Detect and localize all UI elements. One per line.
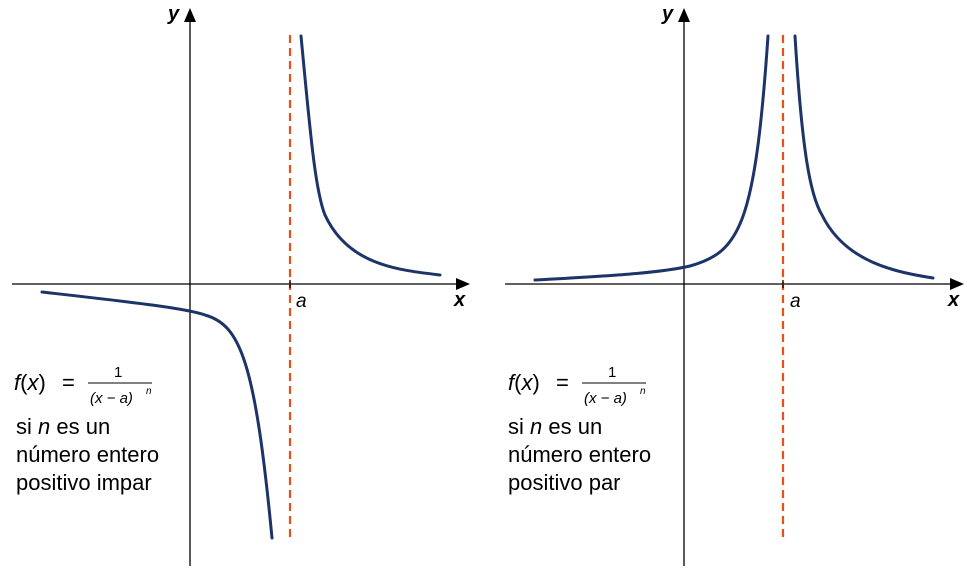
x-axis-title: x bbox=[453, 289, 466, 311]
formula-even: f(x) = 1 (x − a) n bbox=[508, 364, 646, 407]
chart-even: y x a f(x) = 1 (x − a) n si n es un núme… bbox=[505, 3, 964, 566]
svg-text:si n es un: si n es un bbox=[508, 414, 602, 439]
y-axis-title: y bbox=[661, 3, 674, 25]
svg-text:si n es un: si n es un bbox=[16, 414, 110, 439]
curve-left-branch bbox=[40, 290, 274, 540]
curve-right-branch bbox=[299, 34, 442, 277]
formula-eq: = bbox=[62, 370, 75, 395]
chart-odd: y x a f(x) = 1 (x − a) n si n es un núme… bbox=[12, 3, 470, 566]
y-axis-arrow bbox=[184, 8, 196, 22]
description-line-2: número entero bbox=[508, 442, 651, 467]
svg-text:f(x): f(x) bbox=[508, 370, 540, 395]
formula-exponent: n bbox=[640, 386, 646, 397]
formula-odd: f(x) = 1 (x − a) n bbox=[14, 364, 152, 407]
x-axis-title: x bbox=[947, 289, 960, 311]
y-axis-arrow bbox=[678, 8, 690, 22]
description-line-3: positivo par bbox=[508, 470, 621, 495]
formula-eq: = bbox=[556, 370, 569, 395]
formula-numerator: 1 bbox=[608, 364, 616, 381]
formula-exponent: n bbox=[146, 386, 152, 397]
y-axis-title: y bbox=[167, 3, 180, 25]
formula-denominator: (x − a) bbox=[90, 390, 133, 407]
curve-right-branch bbox=[793, 34, 935, 280]
svg-text:f(x): f(x) bbox=[14, 370, 46, 395]
x-tick-label-a: a bbox=[790, 291, 801, 312]
formula-denominator: (x − a) bbox=[584, 390, 627, 407]
x-tick-label-a: a bbox=[296, 291, 307, 312]
x-axis-arrow bbox=[950, 278, 964, 290]
x-axis-arrow bbox=[456, 278, 470, 290]
formula-numerator: 1 bbox=[114, 364, 122, 381]
description-line-3: positivo impar bbox=[16, 470, 152, 495]
curve-left-branch bbox=[533, 34, 770, 282]
description-line-2: número entero bbox=[16, 442, 159, 467]
